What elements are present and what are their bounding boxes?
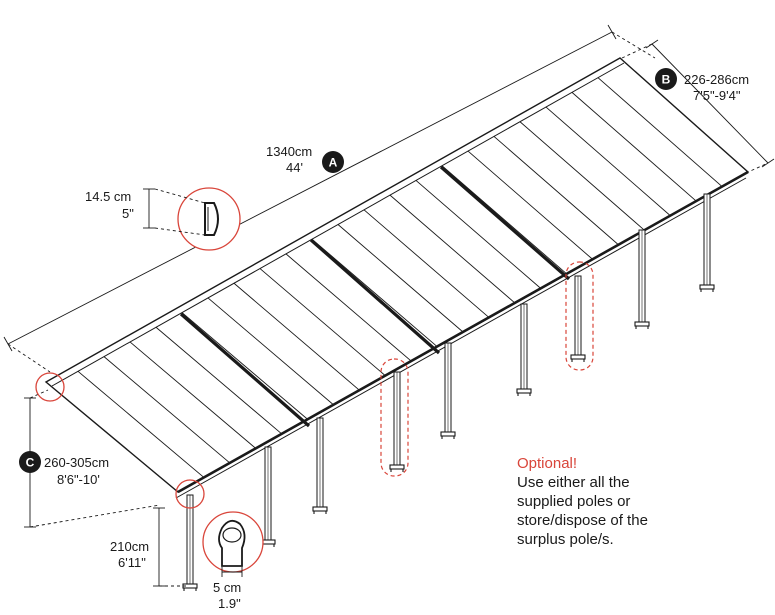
support-posts [182,193,715,591]
post-bracket-red-circle [175,479,205,509]
post-height-line [153,507,186,587]
post-profile-detail [202,511,264,577]
dimension-c-badge: C [26,456,35,470]
dimension-a-badge-icon [322,151,344,173]
roof-panel-seam [363,209,490,318]
optional-note-line-4: surplus pole/s. [517,531,614,548]
post-width-metric: 5 cm [213,580,241,595]
support-post [516,303,532,396]
roof-panel-seam [259,268,386,376]
roof-panel-seam [129,341,257,449]
support-post [312,417,328,514]
roof-panel-seam [441,165,567,275]
dimension-a-line [3,24,656,373]
roof-panel-seam [181,312,308,420]
dimension-b-imperial: 7'5"-9'4" [693,88,741,103]
post-height-metric: 210cm [110,539,149,554]
support-post [699,193,715,292]
roof-panel-seam [597,77,723,187]
gutter-profile-metric: 14.5 cm [85,189,131,204]
optional-post-marker [380,261,594,477]
roof-connector-beams [179,165,571,428]
post-height-imperial: 6'11" [118,555,146,570]
roof-panel-seam [467,150,593,260]
optional-note-line-2: supplied poles or [517,493,631,510]
roof [44,57,750,499]
optional-note-line-1: Use either all the [517,474,630,491]
roof-panel-seam [389,194,516,304]
roof-panel-seam [285,253,412,362]
support-post [570,275,586,362]
optional-note-title: Optional! [517,455,578,472]
roof-panel-seam [415,180,542,289]
roof-panel-seam [155,326,282,435]
roof-panel-seam [207,297,334,406]
gutter-profile-detail [143,187,241,251]
dimension-b-line [621,39,775,174]
roof-panel-seam [545,106,671,216]
optional-note: Optional! Use either all the supplied po… [517,454,767,549]
dimension-b-metric: 226-286cm [684,72,749,87]
roof-panel-seam [571,92,697,202]
optional-note-line-3: store/dispose of the [517,512,648,529]
support-post [389,371,405,472]
support-post [634,229,650,329]
dimension-b-badge: B [662,73,671,87]
roof-panel-seams [77,77,723,478]
roof-panel-seam [233,282,360,391]
support-post [440,342,456,439]
dimension-a-imperial: 44' [286,160,303,175]
gutter-profile-imperial: 5" [122,206,134,221]
dimension-a-badge: A [329,156,338,170]
dimension-b-badge-icon [655,68,677,90]
dimension-c-imperial: 8'6"-10' [57,472,100,487]
post-width-imperial: 1.9" [218,596,241,611]
dimension-c-metric: 260-305cm [44,455,109,470]
roof-panel-seam [311,238,438,347]
roof-panel-seam [493,136,619,246]
dimension-c-badge-icon [19,451,41,473]
gutter-profile-icon [204,202,219,236]
roof-panel-seam [77,370,205,478]
roof-panel-seam [337,224,464,333]
roof-panel-seam [103,356,231,464]
support-post [182,494,198,591]
dimension-c-red-circle [35,372,65,402]
support-post [260,446,276,547]
dimension-a-metric: 1340cm [266,144,312,159]
roof-panel-seam [519,121,645,231]
